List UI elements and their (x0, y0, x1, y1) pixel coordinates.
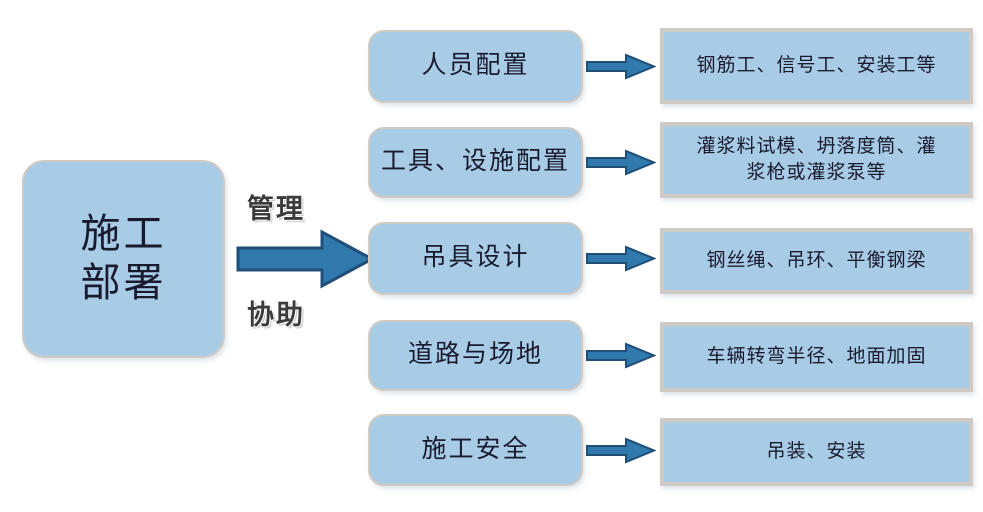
category-box-3-label: 吊具设计 (421, 244, 530, 272)
connector-arrow-4 (586, 342, 656, 369)
category-box-2[interactable]: 工具、设施配置 (368, 127, 583, 198)
detail-box-5[interactable]: 吊装、安装 (660, 418, 973, 486)
detail-box-3[interactable]: 钢丝绳、吊环、平衡钢梁 (660, 228, 973, 294)
detail-box-2[interactable]: 灌浆料试模、坍落度筒、灌 浆枪或灌浆泵等 (660, 122, 973, 198)
detail-box-1[interactable]: 钢筋工、信号工、安装工等 (660, 28, 973, 104)
node-construction-deployment[interactable]: 施工 部署 (22, 160, 225, 358)
detail-box-2-line1: 灌浆料试模、坍落度筒、灌 (696, 136, 937, 158)
detail-box-2-line2: 浆枪或灌浆泵等 (746, 162, 887, 183)
connector-arrow-3-shape (586, 245, 656, 272)
category-box-2-label: 工具、设施配置 (380, 148, 570, 176)
connector-arrow-3 (586, 245, 656, 272)
detail-box-1-line1: 钢筋工、信号工、安装工等 (696, 55, 937, 77)
node-construction-deployment-label: 施工 部署 (81, 210, 167, 308)
detail-box-5-text: 吊装、安装 (766, 439, 866, 465)
category-box-1[interactable]: 人员配置 (368, 30, 583, 103)
category-box-4[interactable]: 道路与场地 (368, 320, 583, 391)
category-box-3[interactable]: 吊具设计 (368, 222, 583, 295)
edge-label-assist: 协助 (247, 300, 305, 330)
connector-arrow-1-shape (586, 53, 656, 80)
category-box-1-label: 人员配置 (421, 52, 530, 80)
connector-arrow-1 (586, 53, 656, 80)
main-block-arrow (236, 228, 374, 290)
detail-box-4-text: 车辆转弯半径、地面加固 (706, 344, 926, 370)
detail-box-4-line1: 车辆转弯半径、地面加固 (706, 346, 927, 368)
detail-box-4[interactable]: 车辆转弯半径、地面加固 (660, 322, 973, 392)
category-box-5[interactable]: 施工安全 (368, 414, 583, 486)
main-block-arrow-shape (236, 229, 374, 289)
detail-box-3-line1: 钢丝绳、吊环、平衡钢梁 (706, 250, 927, 272)
detail-box-5-line1: 吊装、安装 (766, 441, 867, 463)
connector-arrow-5 (586, 437, 656, 464)
connector-arrow-4-shape (586, 342, 656, 369)
node-label-line2: 部署 (80, 260, 167, 305)
connector-arrow-2 (586, 149, 656, 176)
detail-box-2-text: 灌浆料试模、坍落度筒、灌 浆枪或灌浆泵等 (696, 134, 936, 185)
node-label-line1: 施工 (80, 211, 167, 257)
edge-label-manage: 管理 (247, 194, 305, 224)
connector-arrow-2-shape (586, 149, 656, 176)
connector-arrow-5-shape (586, 437, 656, 464)
detail-box-1-text: 钢筋工、信号工、安装工等 (696, 53, 936, 79)
category-box-4-label: 道路与场地 (407, 341, 543, 369)
category-box-5-label: 施工安全 (421, 435, 530, 463)
detail-box-3-text: 钢丝绳、吊环、平衡钢梁 (706, 248, 926, 274)
